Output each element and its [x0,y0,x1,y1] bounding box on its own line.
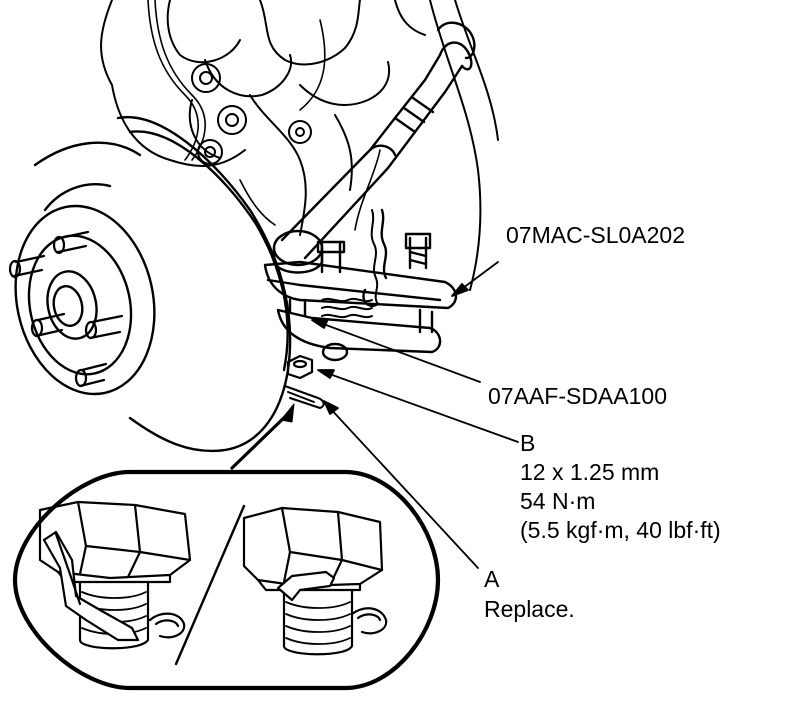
callout-b-letter: B [520,430,536,456]
tie-rod [280,21,476,260]
tool-label-ball-joint-thread-protector: 07AAF-SDAA100 [488,383,667,409]
tool-label-ball-joint-remover: 07MAC-SL0A202 [506,222,685,248]
callout-b-torque: 54 N·m [520,488,596,514]
callout-a-letter: A [484,566,500,592]
nut-detail-left [38,500,192,650]
brake-rotor [8,115,292,453]
callout-pointer [230,403,295,470]
detail-divider [174,504,246,666]
callout-a-note: Replace. [484,596,575,622]
knuckle-assembly [100,0,499,291]
callout-b-torque-alt: (5.5 kgf·m, 40 lbf·ft) [520,517,721,543]
castle-nut [286,354,314,380]
callout-b-size: 12 x 1.25 mm [520,459,660,485]
leader-lines [311,261,519,569]
cotter-pin [284,385,325,409]
nut-detail-right [242,506,388,656]
ball-joint-remover-tool [263,208,458,362]
detail-view [12,469,441,691]
